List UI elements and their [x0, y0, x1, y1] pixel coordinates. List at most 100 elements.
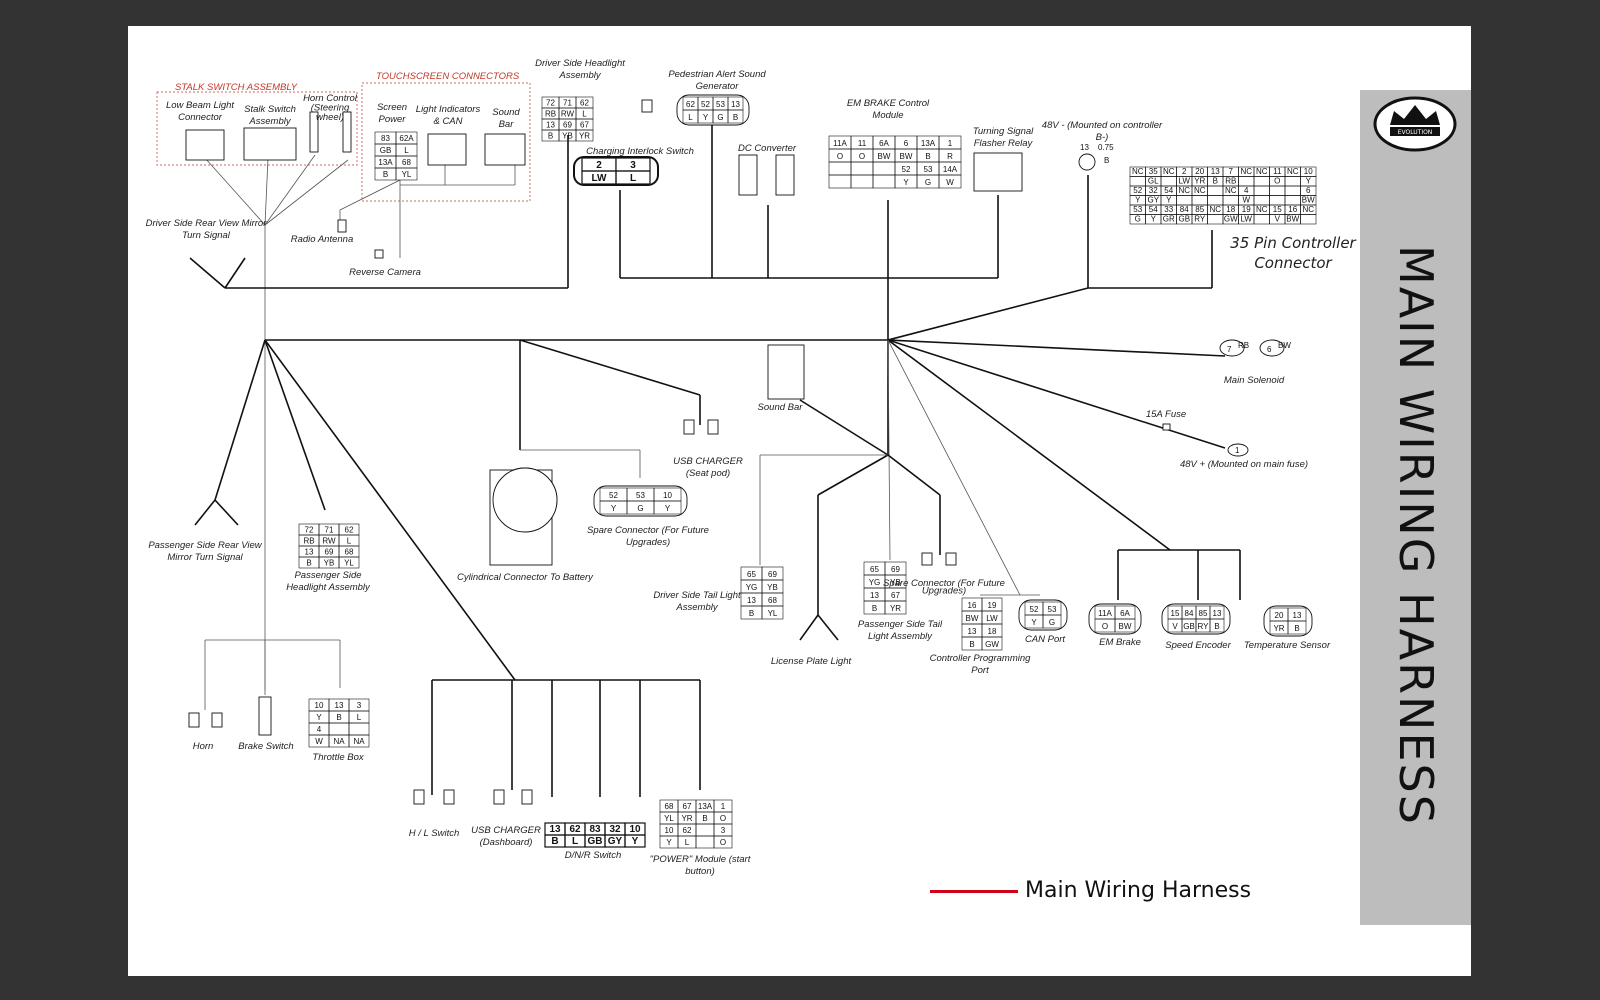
pin-label: 13	[305, 547, 314, 556]
label-speed-encoder: Speed Encoder	[1165, 640, 1231, 651]
label-line: Spare Connector (For Future	[883, 578, 1005, 589]
label-line: Speed Encoder	[1165, 640, 1231, 651]
pin-cell	[828, 161, 852, 176]
label-em-brake: EM Brake	[1099, 637, 1141, 648]
pin-label: YB	[890, 578, 901, 587]
label-line: Turning Signal	[973, 126, 1034, 137]
pin-label: O	[859, 152, 865, 161]
pin-label: 11A	[1098, 609, 1112, 618]
pin-label: Y	[1031, 618, 1037, 627]
pin-cell	[395, 167, 418, 181]
pin-label: 62	[686, 100, 695, 109]
label-line: 35 Pin Controller	[1230, 234, 1356, 252]
label-line: Throttle Box	[312, 752, 364, 763]
label-line: Module	[872, 110, 903, 121]
pin-label: BW	[878, 152, 891, 161]
pin-label: B	[336, 713, 341, 722]
pin-label: 71	[563, 98, 572, 107]
label-sound-bar: Sound Bar	[758, 402, 804, 413]
pin-label: YL	[402, 170, 412, 179]
pin-label: 19	[1242, 205, 1251, 214]
pin-label: BW	[900, 152, 913, 161]
label-line: Upgrades)	[626, 537, 670, 548]
pin-label: O	[720, 838, 726, 847]
label-dnr-switch: D/N/R Switch	[565, 850, 621, 861]
label-line: Reverse Camera	[349, 267, 421, 278]
pin-cell	[1207, 185, 1224, 196]
pin-label: L	[357, 713, 362, 722]
label-line: Horn Control	[303, 93, 358, 104]
pin-cell	[761, 605, 784, 620]
pin-label: B	[749, 609, 754, 618]
pin-label: 13	[968, 627, 977, 636]
pin-label: L	[630, 173, 636, 184]
label-line: Sound	[492, 107, 520, 118]
label-horn: Horn	[193, 741, 214, 752]
pin-label: NC	[1287, 167, 1299, 176]
neg48-gauge: 0.75	[1098, 143, 1114, 152]
pin-label: 13A	[921, 139, 936, 148]
pin-label: 72	[305, 525, 314, 534]
neg48-color: B	[1104, 156, 1109, 165]
pin-label: GB	[1183, 622, 1195, 631]
pin-label: YR	[890, 604, 901, 613]
pin-label: BW	[1286, 215, 1299, 224]
pin-cell	[713, 835, 733, 849]
pin-label: Y	[1151, 215, 1157, 224]
pin-label: 13	[546, 120, 555, 129]
pin-label: R	[947, 152, 953, 161]
label-line: Charging Interlock Switch	[586, 146, 694, 157]
pin-label: 85	[1199, 609, 1208, 618]
pin-label: 10	[665, 826, 674, 835]
pin-cell	[884, 600, 907, 615]
pin-label: YB	[562, 131, 573, 140]
pin-label: 69	[325, 547, 334, 556]
pin-label: 84	[1185, 609, 1194, 618]
pin-label: 10	[1304, 167, 1313, 176]
pin-label: RB	[1225, 177, 1236, 186]
pin-label: BW	[1119, 622, 1132, 631]
pin-label: 67	[891, 591, 900, 600]
label-throttle-box: Throttle Box	[312, 752, 364, 763]
label-line: Brake Switch	[238, 741, 293, 752]
label-line: Pedestrian Alert Sound	[668, 69, 766, 80]
connector-shapes	[185, 99, 1285, 805]
pin-cell	[1207, 195, 1224, 206]
pin-label: W	[946, 178, 954, 187]
pin-label: YR	[1273, 624, 1284, 633]
pin-label: B	[925, 152, 930, 161]
pin-label: 16	[968, 601, 977, 610]
pin-label: 13	[731, 100, 740, 109]
label-line: Connector	[1254, 254, 1332, 272]
pin-label: GL	[1148, 177, 1159, 186]
pin-label: 13A	[378, 158, 393, 167]
pin-label: BW	[966, 614, 979, 623]
pos48-wire: 1	[1235, 446, 1240, 455]
label-line: EM BRAKE Control	[847, 98, 930, 109]
pin-cell	[1114, 618, 1136, 633]
label-line: (Seat pod)	[686, 468, 730, 479]
pin-label: BW	[1302, 196, 1315, 205]
pin-label: 68	[768, 596, 777, 605]
pin-label: 2	[1182, 167, 1187, 176]
pin-label: W	[315, 737, 323, 746]
pin-label: 18	[988, 627, 997, 636]
label-line: Upgrades)	[922, 586, 966, 597]
pin-label: Y	[903, 178, 909, 187]
pin-label: B	[1213, 177, 1218, 186]
pin-cell	[1207, 214, 1224, 225]
solenoid-color-a: RB	[1238, 341, 1249, 350]
